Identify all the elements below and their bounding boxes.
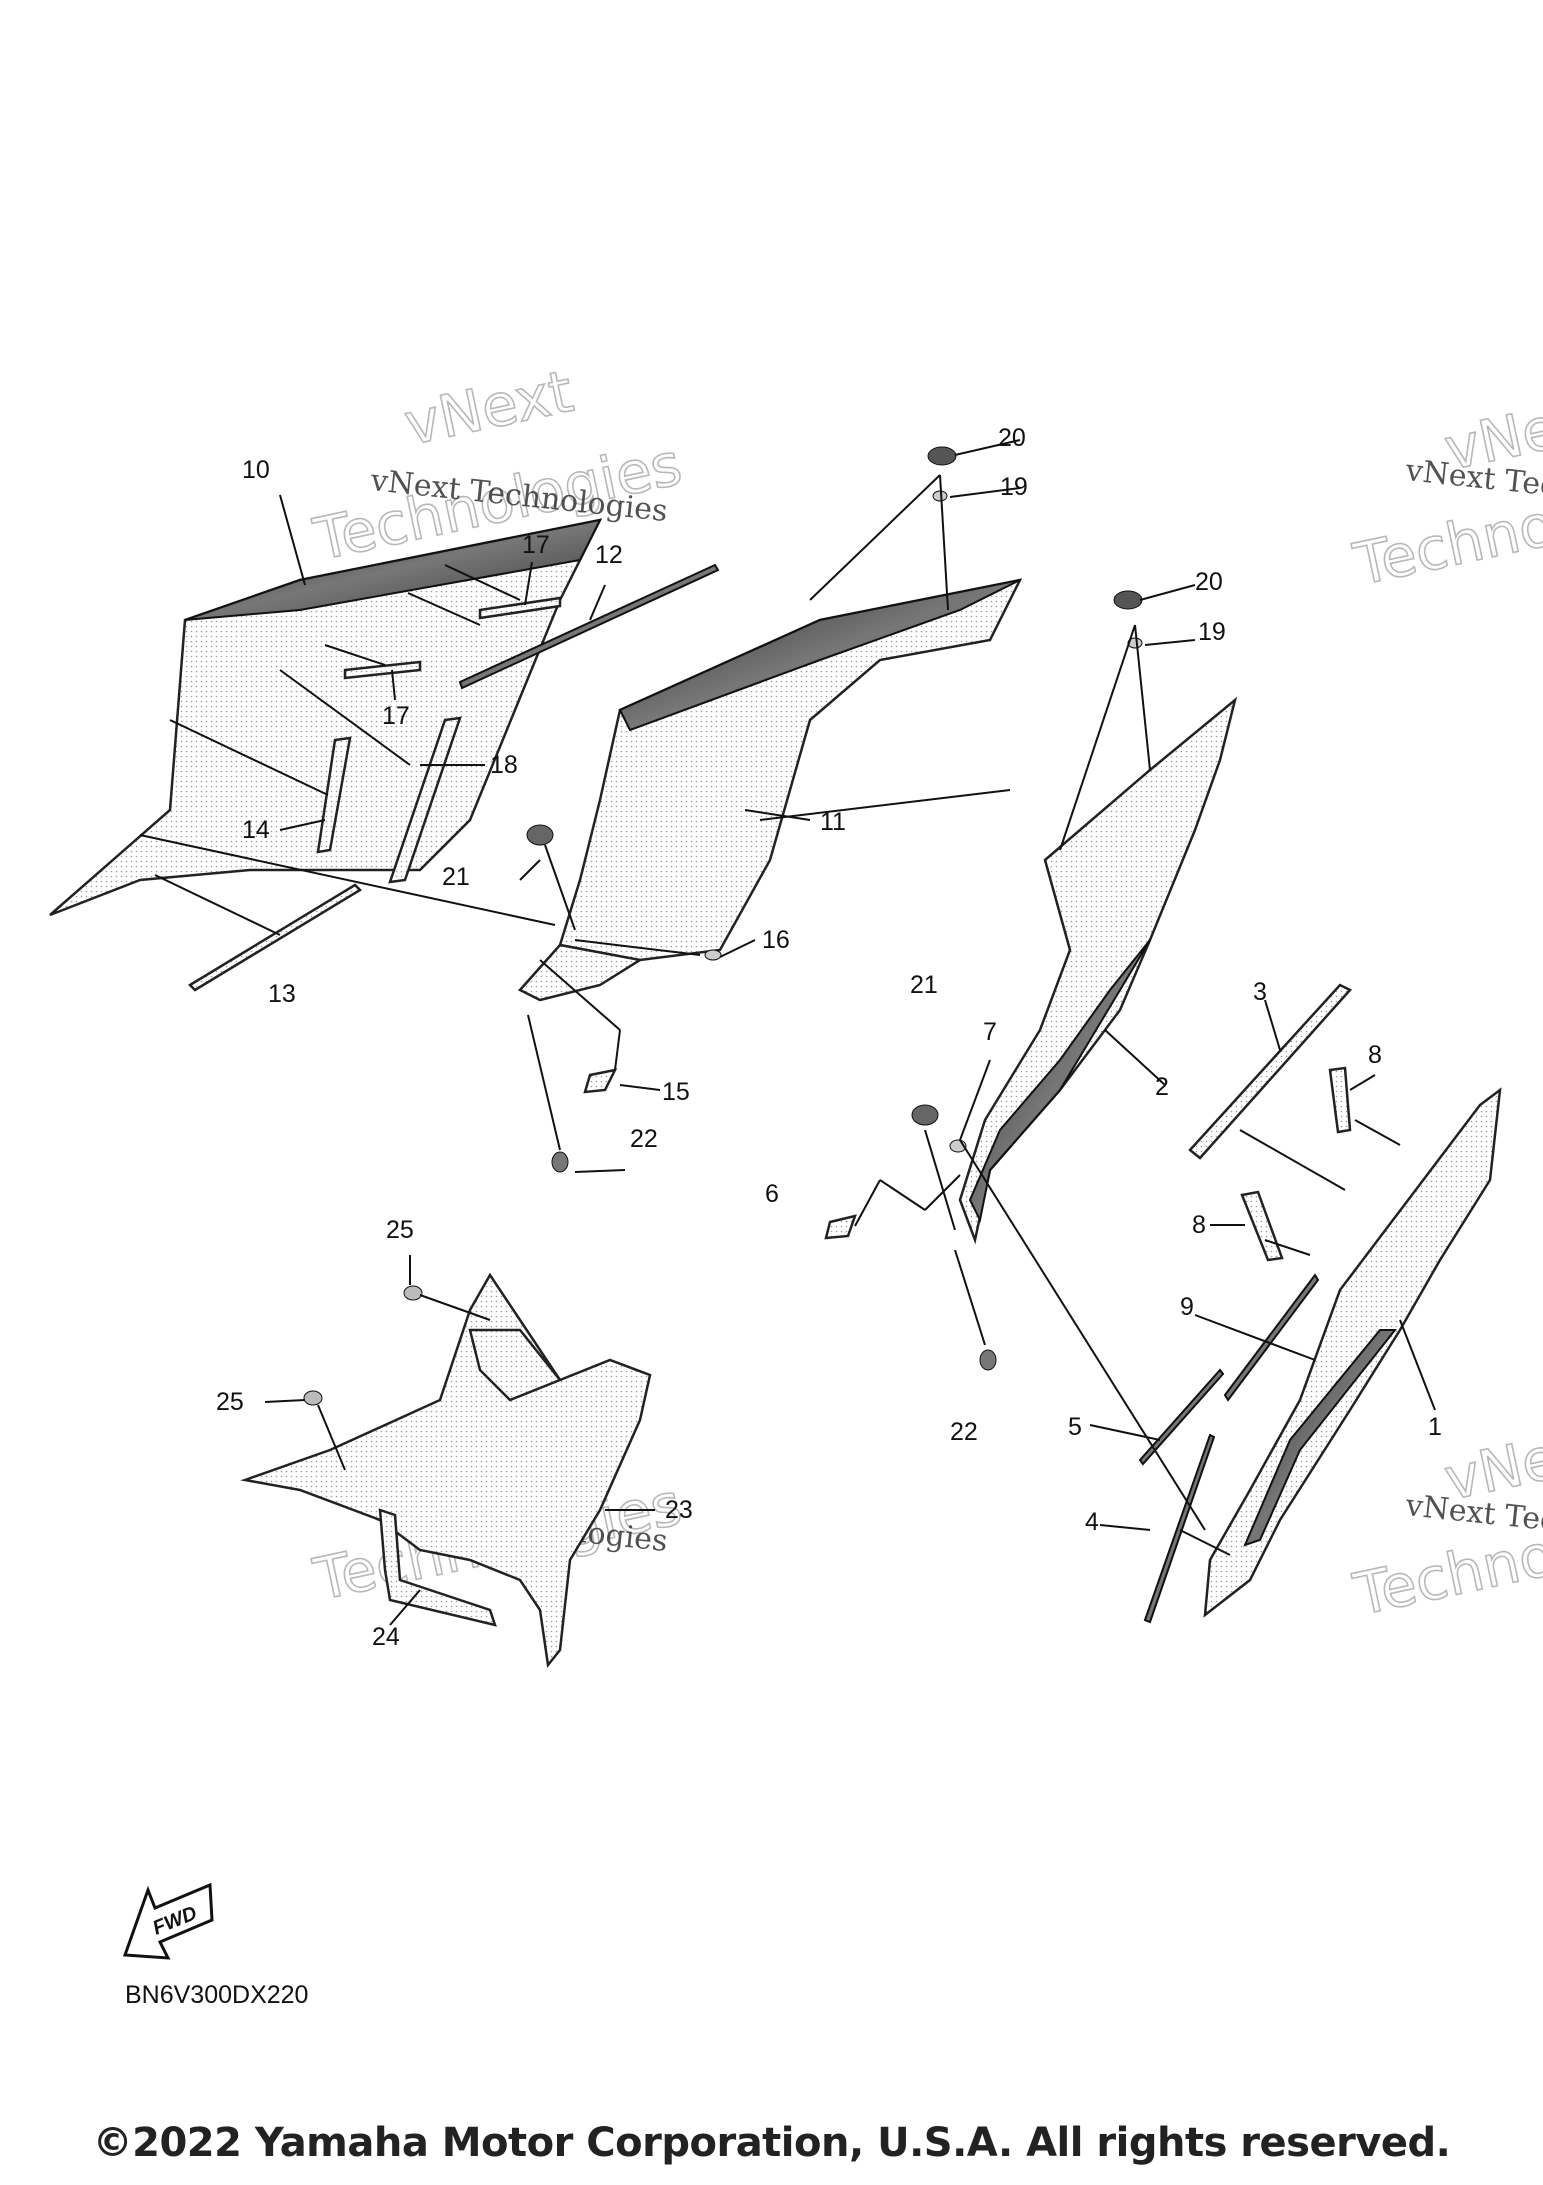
part-11-side-cover: [517, 578, 1023, 1002]
callout-4: 4: [1085, 1508, 1099, 1536]
callout-21-left: 21: [442, 863, 470, 891]
callout-8-mid: 8: [1192, 1211, 1206, 1239]
callout-25-top: 25: [386, 1216, 414, 1244]
callout-24: 24: [372, 1623, 400, 1651]
callout-19-right: 19: [1198, 618, 1226, 646]
part-2-inner-panel: [958, 696, 1238, 1245]
callout-17-top: 17: [522, 531, 550, 559]
callout-17-lower: 17: [382, 702, 410, 730]
strips-right-group: [1138, 983, 1353, 1624]
fwd-arrow-icon: FWD: [122, 1882, 214, 1960]
fasteners-middle: [526, 446, 957, 1173]
callout-16: 16: [762, 926, 790, 954]
callout-3: 3: [1253, 978, 1267, 1006]
part-10-side-cover: [49, 518, 603, 917]
callout-22-right: 22: [950, 1418, 978, 1446]
callout-8-top: 8: [1368, 1041, 1382, 1069]
diagram-code: BN6V300DX220: [125, 1981, 308, 2009]
fasteners-right: [824, 590, 1143, 1371]
callout-25-left: 25: [216, 1388, 244, 1416]
callout-21-right: 21: [910, 971, 938, 999]
watermark-top-right: vNext Technologies vNext Technologies: [1347, 381, 1543, 600]
part-23-lower-cover: [240, 1272, 652, 1669]
callout-11: 11: [820, 808, 846, 836]
callout-13: 13: [268, 980, 296, 1008]
callout-labels: 10 17 12 17 18 14 13 11 21 16 15 22 20 1…: [216, 424, 1442, 1651]
callout-19-top: 19: [1000, 473, 1028, 501]
callout-22-left: 22: [630, 1125, 658, 1153]
callout-23: 23: [665, 1496, 693, 1524]
callout-10: 10: [242, 456, 270, 484]
callout-5: 5: [1068, 1413, 1082, 1441]
part-1-outer-panel: [1203, 1087, 1502, 1618]
callout-2: 2: [1155, 1073, 1169, 1101]
callout-20-right: 20: [1195, 568, 1223, 596]
callout-12: 12: [595, 541, 623, 569]
callout-6: 6: [765, 1180, 779, 1208]
callout-15: 15: [662, 1078, 690, 1106]
callout-20-top: 20: [998, 424, 1026, 452]
leader-lines: [139, 439, 1436, 1626]
copyright-notice: ©2022 Yamaha Motor Corporation, U.S.A. A…: [92, 2120, 1451, 2166]
svg-text:vNext: vNext: [399, 357, 579, 459]
callout-18: 18: [490, 751, 518, 779]
callout-9: 9: [1180, 1293, 1194, 1321]
strips-left-group: [187, 563, 720, 992]
watermark-bottom-right: vNext Technologies vNext Technologies: [1347, 1411, 1543, 1630]
callout-14: 14: [242, 816, 270, 844]
callout-1: 1: [1428, 1413, 1442, 1441]
callout-7: 7: [983, 1018, 997, 1046]
fasteners-lower: [303, 1285, 423, 1406]
